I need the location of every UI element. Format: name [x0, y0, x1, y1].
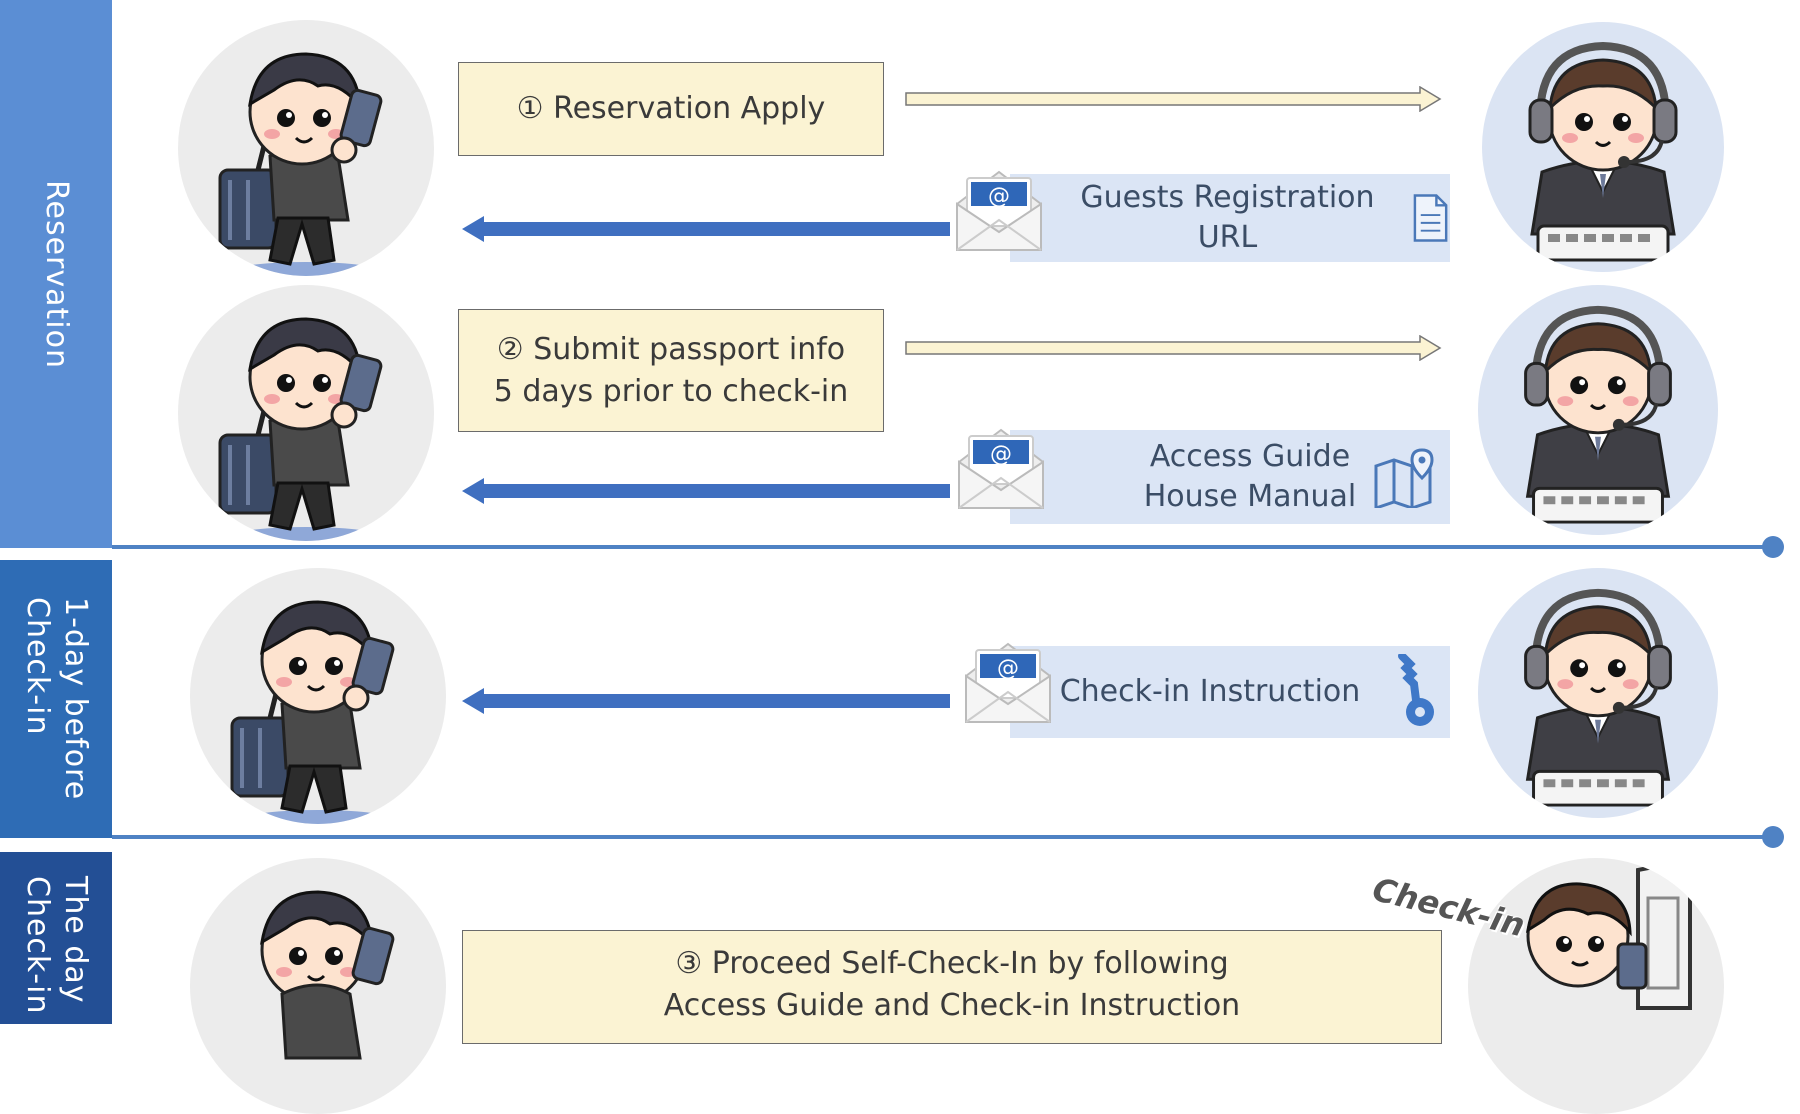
reply-arrow	[462, 688, 950, 714]
phase-reservation: Reservation	[0, 0, 112, 548]
guest-avatar	[178, 20, 434, 276]
support-agent-icon	[1524, 588, 1672, 807]
message-guests-registration: Guests Registration URL	[1010, 174, 1450, 262]
message-guests-registration-text: Guests Registration URL	[1080, 180, 1375, 255]
guest-avatar	[190, 858, 446, 1114]
support-agent-icon	[1524, 305, 1672, 524]
phase-the-day-label: The day Check-in	[20, 876, 93, 1015]
phase-reservation-label: Reservation	[39, 179, 74, 369]
message-checkin-instruction-text: Check-in Instruction	[1059, 674, 1361, 709]
envelope-icon: @	[958, 428, 1044, 509]
guest-avatar	[190, 568, 446, 824]
phase-one-day-before-label: 1-day before Check-in	[20, 597, 93, 801]
guest-icon	[230, 600, 395, 824]
svg-text:@: @	[997, 656, 1019, 681]
support-agent-icon	[1528, 41, 1678, 262]
phase-divider	[112, 536, 1784, 558]
svg-text:@: @	[990, 442, 1012, 467]
phase-the-day: The day Check-in	[0, 852, 112, 1024]
map-icon	[1374, 448, 1434, 508]
svg-text:@: @	[988, 184, 1010, 209]
divider-dot	[1762, 826, 1784, 848]
message-checkin-instruction: Check-in Instruction	[1010, 646, 1450, 738]
door-icon	[1525, 858, 1692, 1010]
phase-divider	[112, 826, 1784, 848]
guest-avatar	[178, 285, 434, 541]
guest-icon	[218, 52, 383, 276]
guest-icon	[218, 317, 383, 541]
message-access-guide-text: Access Guide House Manual	[1143, 439, 1357, 514]
reply-arrow	[462, 478, 950, 504]
guest-icon	[260, 890, 395, 1060]
host-avatar	[1482, 22, 1724, 272]
step-reservation-apply: ① Reservation Apply	[458, 62, 884, 156]
message-access-guide: Access Guide House Manual	[1010, 430, 1450, 524]
request-arrow	[905, 335, 1442, 361]
phase-one-day-before: 1-day before Check-in	[0, 560, 112, 838]
envelope-icon: @	[956, 170, 1042, 251]
step-submit-passport: ② Submit passport info 5 days prior to c…	[458, 309, 884, 432]
key-icon	[1398, 654, 1434, 726]
reply-arrow	[462, 216, 950, 242]
step-self-checkin: ③ Proceed Self-Check-In by following Acc…	[462, 930, 1442, 1044]
guest-at-door-avatar	[1468, 858, 1724, 1114]
request-arrow	[905, 86, 1442, 112]
document-icon	[1413, 194, 1448, 242]
host-avatar	[1478, 285, 1718, 535]
host-avatar	[1478, 568, 1718, 818]
divider-dot	[1762, 536, 1784, 558]
envelope-icon: @	[965, 642, 1051, 723]
